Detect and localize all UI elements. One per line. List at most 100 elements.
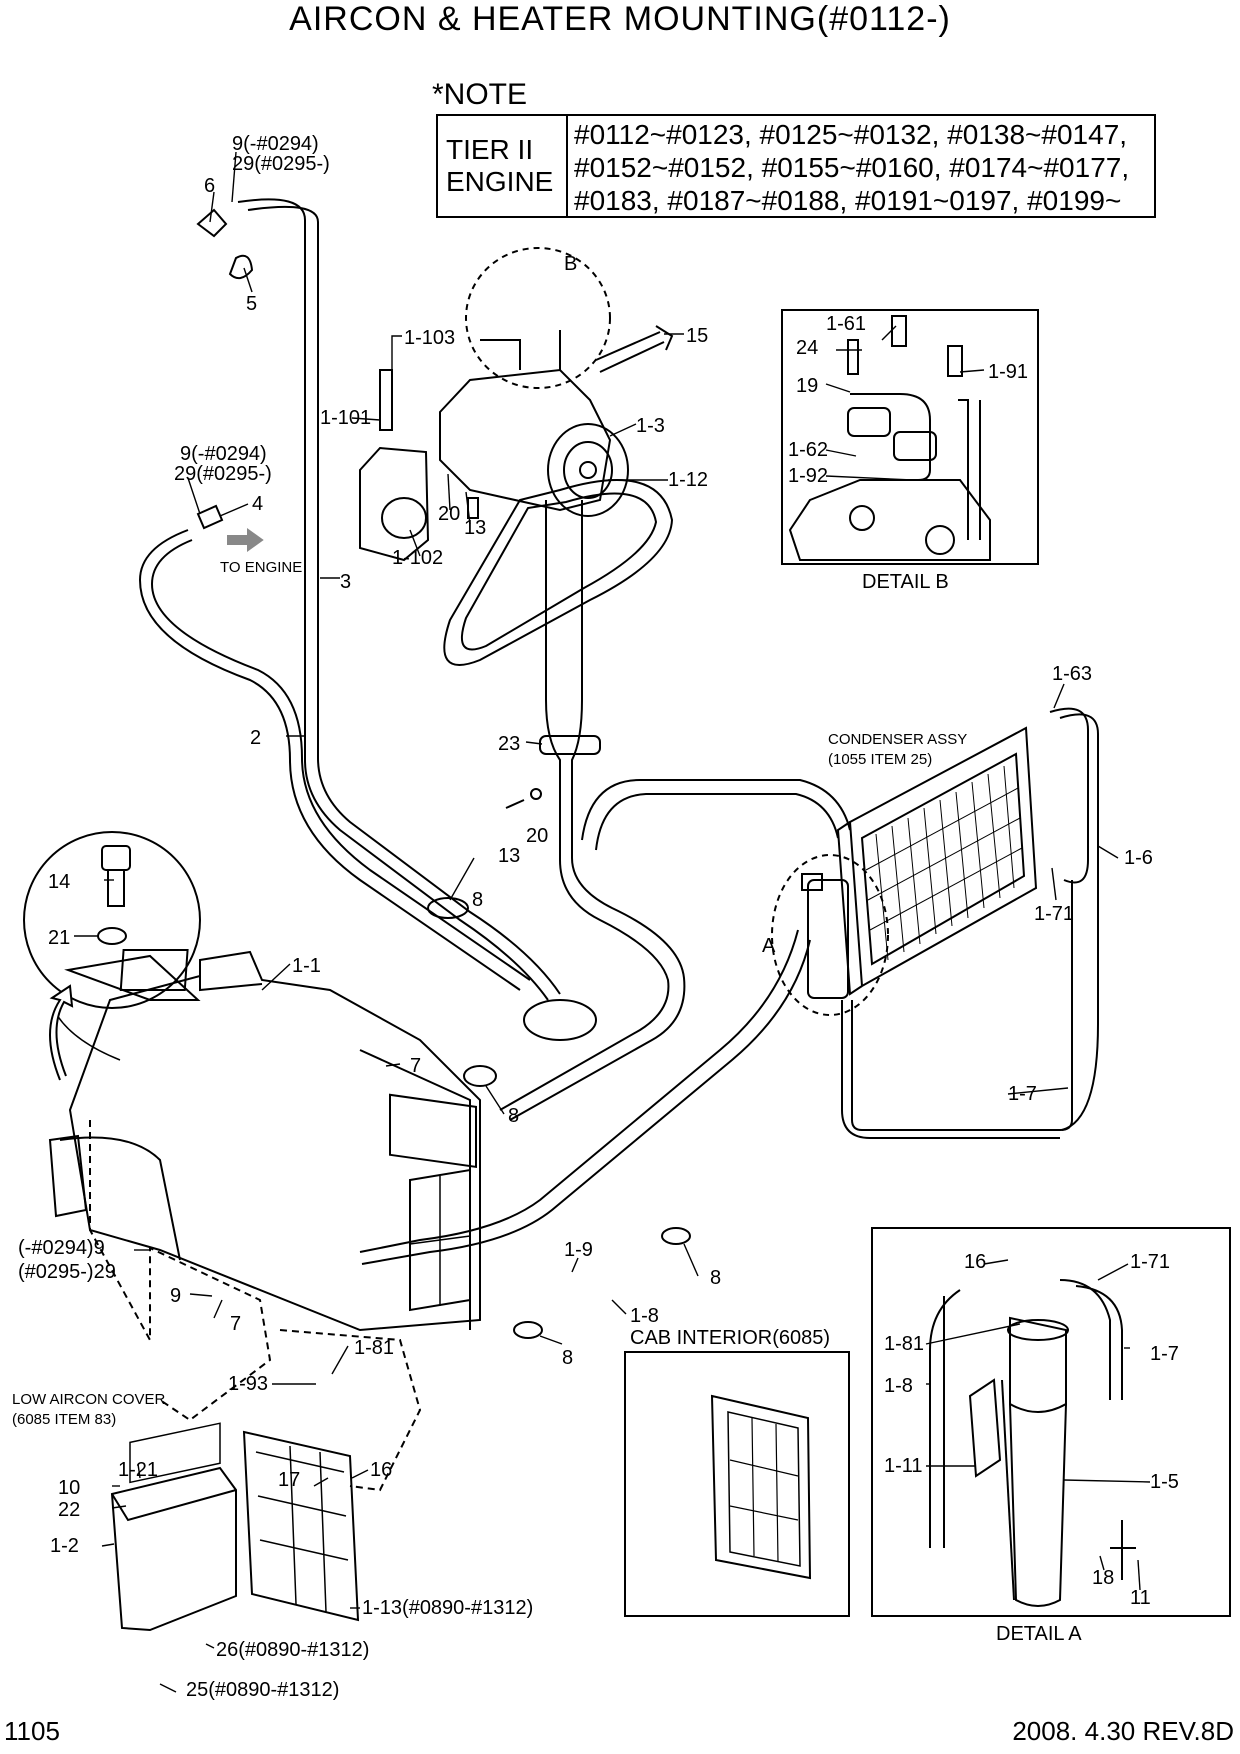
callout-label: 16 — [964, 1251, 986, 1273]
callout-label: 1-62 — [788, 439, 828, 461]
callout-label: 1-81 — [884, 1333, 924, 1355]
clamp-8 — [661, 1227, 691, 1245]
callout-label: 1-6 — [1124, 847, 1153, 869]
callout-label: 8 — [710, 1267, 721, 1289]
bolt-13 — [505, 799, 525, 809]
condenser-label: CONDENSER ASSY — [828, 731, 967, 748]
condenser-label: (1055 ITEM 25) — [828, 751, 932, 768]
callout-label: 1-91 — [988, 361, 1028, 383]
pipe-1-12 — [499, 500, 686, 1121]
callout-label: 23 — [498, 733, 520, 755]
callout-label: (#0295-)29 — [18, 1261, 116, 1283]
callout-label: 1-103 — [404, 327, 455, 349]
callout-label: 7 — [410, 1055, 421, 1077]
callout-label: 1-61 — [826, 313, 866, 335]
detail-a-marker-circle — [771, 854, 889, 1016]
callout-label: 2 — [250, 727, 261, 749]
clamp-23 — [539, 735, 601, 755]
note-header: *NOTE — [432, 78, 528, 111]
hose-2 — [138, 529, 531, 991]
cab-interior-grille — [710, 1394, 812, 1580]
low-aircon-cover-2 — [279, 1329, 422, 1492]
callout-label: 20 — [438, 503, 460, 525]
callout-label: 1-71 — [1130, 1251, 1170, 1273]
callout-label: 13 — [464, 517, 486, 539]
note-engine-cell: TIER II ENGINE — [438, 116, 568, 216]
detail-a-marker: A — [762, 935, 776, 957]
callout-label: 1-13(#0890-#1312) — [362, 1597, 533, 1619]
leader-lines — [74, 151, 1151, 1693]
callout-label: 20 — [526, 825, 548, 847]
callout-label: 1-1 — [292, 955, 321, 977]
callout-label: 10 — [58, 1477, 80, 1499]
page-title: AIRCON & HEATER MOUNTING(#0112-) — [289, 0, 951, 38]
callout-label: 19 — [796, 375, 818, 397]
callout-label: 22 — [58, 1499, 80, 1521]
drive-belt-inner — [461, 492, 658, 651]
detail-a-drier — [929, 1279, 1136, 1607]
clamp-8 — [523, 999, 597, 1041]
clamp-8 — [513, 1321, 543, 1339]
callout-label: 1-101 — [320, 407, 371, 429]
detail-b-fittings — [788, 315, 991, 561]
condenser-frame — [851, 880, 1073, 1131]
condenser-core-hatch — [865, 765, 1023, 961]
note-left-line: TIER II — [446, 134, 534, 165]
callout-label: 1-102 — [392, 547, 443, 569]
callout-label: 1-71 — [1034, 903, 1074, 925]
hose-1-6 — [1049, 707, 1089, 884]
fitting-6 — [196, 208, 254, 280]
compressor-bracket-1-101 — [359, 369, 479, 562]
callout-label: 18 — [1092, 1567, 1114, 1589]
note-table: TIER II ENGINE #0112~#0123, #0125~#0132,… — [436, 114, 1156, 218]
page-number: 1105 — [4, 1716, 60, 1746]
to-engine-label: TO ENGINE — [220, 559, 302, 576]
callout-label: 1-81 — [354, 1337, 394, 1359]
low-aircon-cover — [89, 1120, 272, 1422]
cab-interior-label: CAB INTERIOR(6085) — [630, 1327, 830, 1349]
callout-label: 1-3 — [636, 415, 665, 437]
callout-label: 8 — [472, 889, 483, 911]
callout-label: 1-63 — [1052, 663, 1092, 685]
detail-b-marker: B — [564, 253, 577, 275]
callout-label: 9 — [170, 1285, 181, 1307]
heater-unit — [48, 949, 481, 1332]
callout-label: 3 — [340, 571, 351, 593]
bolt-15 — [595, 325, 674, 373]
note-serial-line: #0152~#0152, #0155~#0160, #0174~#0177, — [574, 152, 1130, 183]
callout-label: 1-11 — [884, 1455, 923, 1477]
callout-label: 8 — [562, 1347, 573, 1369]
detail-a-label: DETAIL A — [996, 1623, 1082, 1645]
washer-20 — [530, 788, 542, 800]
pipe-to-condenser — [581, 779, 851, 841]
callout-label: 1-8 — [884, 1375, 913, 1397]
callout-label: 1-7 — [1150, 1343, 1179, 1365]
cab-interior-frame — [624, 1351, 850, 1617]
fitting-4 — [196, 504, 224, 530]
pipe-to-condenser-2 — [595, 793, 839, 851]
callout-label: 13 — [498, 845, 520, 867]
callout-label: 1-9 — [564, 1239, 593, 1261]
callout-label: 17 — [278, 1469, 300, 1491]
to-engine-arrow-icon — [227, 528, 264, 552]
callout-label: 29(#0295-) — [174, 463, 272, 485]
condenser-assy — [836, 726, 1038, 996]
drive-belt — [443, 479, 674, 666]
callout-label: 1-2 — [50, 1535, 79, 1557]
callout-label: (-#0294)9 — [18, 1237, 105, 1259]
air-grille-1-13 — [242, 1430, 360, 1622]
receiver-drier — [801, 873, 849, 999]
note-serial-line: #0112~#0123, #0125~#0132, #0138~#0147, — [574, 119, 1128, 150]
callout-label: 26(#0890-#1312) — [216, 1639, 369, 1661]
detail-b-label: DETAIL B — [862, 571, 949, 593]
callout-label: 29(#0295-) — [232, 153, 330, 175]
callout-label: 9(-#0294) — [180, 443, 267, 465]
callout-label: 11 — [1130, 1587, 1151, 1609]
callout-label: 1-21 — [118, 1459, 158, 1481]
low-cover-label: LOW AIRCON COVER — [12, 1391, 166, 1408]
detail-a-frame — [871, 1227, 1231, 1617]
compressor-1-3 — [439, 330, 629, 517]
callout-label: 1-5 — [1150, 1471, 1179, 1493]
callout-label: 1-12 — [668, 469, 708, 491]
